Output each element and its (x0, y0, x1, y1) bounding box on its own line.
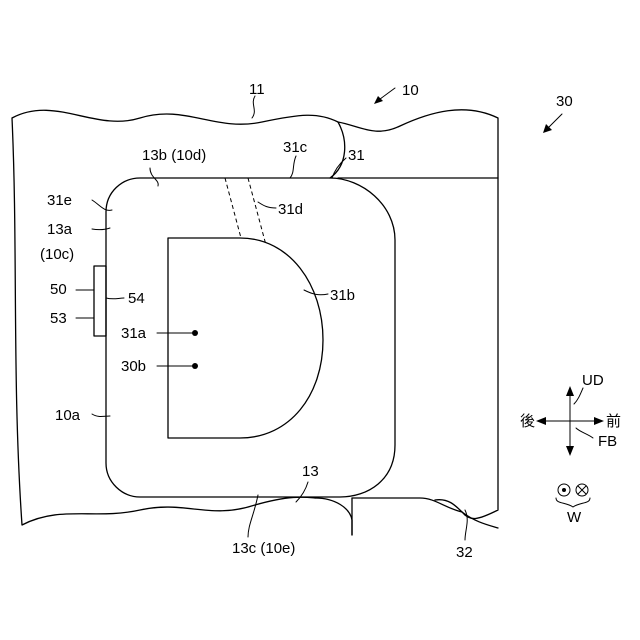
label-31a: 31a (121, 325, 147, 342)
ud-arrow-down (566, 446, 574, 456)
label-13c: 13c (10e) (232, 540, 295, 557)
label-31b: 31b (330, 287, 355, 304)
leader-ud (574, 388, 583, 404)
leader-54 (106, 298, 124, 299)
point-31a (192, 330, 198, 336)
label-11: 11 (249, 81, 265, 98)
leader-11 (252, 96, 255, 118)
label-fb: FB (598, 433, 617, 450)
label-31e: 31e (47, 192, 72, 209)
w-brace (556, 498, 590, 507)
lower-frame-curve (315, 498, 352, 535)
label-30: 30 (556, 93, 573, 110)
fb-arrow-left (536, 417, 546, 425)
label-10a: 10a (55, 407, 81, 424)
label-10: 10 (402, 82, 419, 99)
frame-31-upper-curve (330, 122, 345, 178)
label-ud: UD (582, 372, 604, 389)
label-back: 後 (520, 413, 535, 430)
label-10c: (10c) (40, 246, 74, 263)
w-into-page-cross (578, 486, 586, 494)
leader-13b (150, 168, 158, 186)
sheet-11-outline (12, 110, 498, 525)
leader-31e (92, 200, 112, 210)
component-50 (94, 266, 106, 336)
leader-13a (92, 228, 110, 230)
arrow-10-head (374, 96, 383, 104)
label-53: 53 (50, 310, 67, 327)
leader-31b (304, 290, 328, 295)
label-30b: 30b (121, 358, 146, 375)
leader-fb (576, 428, 593, 438)
label-54: 54 (128, 290, 145, 307)
ud-arrow-up (566, 386, 574, 396)
w-out-of-page-dot (562, 488, 566, 492)
fb-arrow-right (594, 417, 604, 425)
leader-13 (296, 482, 308, 502)
label-13a: 13a (47, 221, 73, 238)
dashed-line-31d-b (248, 178, 266, 245)
label-31d: 31d (278, 201, 303, 218)
leader-10a (92, 414, 110, 417)
leader-31c (290, 156, 296, 178)
label-32: 32 (456, 544, 473, 561)
label-front: 前 (606, 413, 621, 430)
point-30b (192, 363, 198, 369)
leader-13c (248, 495, 258, 537)
label-w: W (567, 509, 582, 526)
label-13b: 13b (10d) (142, 147, 206, 164)
label-13: 13 (302, 463, 319, 480)
label-31: 31 (348, 147, 365, 164)
dashed-line-31d-a (225, 178, 241, 238)
d-shape-31b (168, 238, 323, 438)
body-10-outline (106, 178, 395, 497)
label-50: 50 (50, 281, 67, 298)
leader-31d (258, 202, 276, 208)
label-31c: 31c (283, 139, 308, 156)
